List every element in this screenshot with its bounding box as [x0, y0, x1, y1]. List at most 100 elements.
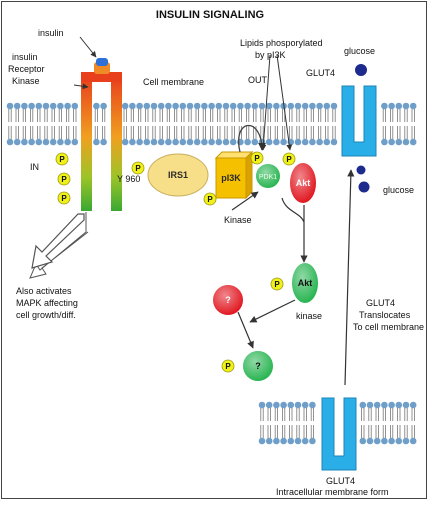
- lipid-tail: [37, 126, 41, 139]
- diagram-title: INSULIN SIGNALING: [156, 9, 264, 21]
- lipid-tail: [253, 126, 257, 139]
- lipid-head: [71, 138, 79, 146]
- lipid-head: [64, 102, 71, 110]
- lipid-head: [186, 102, 194, 110]
- glucose-out-label: glucose: [344, 46, 375, 56]
- lipid-head: [323, 102, 331, 110]
- lipid-head: [244, 138, 251, 146]
- lipid-head: [129, 138, 136, 146]
- glut4-top-label: GLUT4: [306, 68, 335, 78]
- lipid-tail: [267, 408, 271, 421]
- lipid-head: [21, 138, 28, 146]
- lipid-head: [388, 401, 395, 409]
- lipid-head: [409, 138, 417, 146]
- lipid-head: [301, 102, 309, 110]
- lipid-head: [64, 138, 71, 146]
- glut4-bottom-label-1: GLUT4: [326, 476, 355, 486]
- lipid-tail: [390, 126, 394, 139]
- lipid-head: [273, 437, 280, 445]
- lipid-head: [301, 401, 309, 409]
- unknown-substrate-green: ?: [243, 351, 273, 381]
- lipid-head: [28, 138, 35, 146]
- lipid-tail: [152, 126, 156, 139]
- lipid-tail: [382, 109, 386, 122]
- lipid-head: [6, 102, 14, 110]
- lipid-head: [49, 138, 57, 146]
- akt-substrate-arrow: [249, 299, 296, 323]
- lipid-head: [129, 102, 136, 110]
- lipid-head: [157, 102, 165, 110]
- lipid-head: [409, 102, 417, 110]
- lipid-head: [237, 102, 244, 110]
- receptor-left-chain: [81, 77, 92, 211]
- phosphate-label: P: [274, 280, 280, 289]
- lipid-head: [100, 102, 107, 110]
- lipid-tail: [224, 126, 228, 139]
- phosphate-group: P: [55, 152, 69, 166]
- lipid-tail: [332, 126, 336, 139]
- lipid-head: [395, 401, 403, 409]
- lipid-tail: [231, 126, 235, 139]
- lipid-tail: [94, 126, 98, 139]
- lipid-tail: [188, 109, 192, 122]
- pi3k-kinase-label: Kinase: [224, 215, 252, 225]
- lipid-head: [258, 401, 266, 409]
- lipid-head: [143, 102, 151, 110]
- lipid-head: [35, 138, 43, 146]
- lipid-tail: [8, 109, 12, 122]
- lipid-head: [395, 138, 403, 146]
- glucose-inside-2: [358, 181, 370, 193]
- lipid-tail: [231, 109, 235, 122]
- lipid-head: [71, 102, 79, 110]
- lipid-head: [388, 138, 395, 146]
- lipid-tail: [375, 408, 379, 421]
- lipid-tail: [274, 425, 278, 438]
- glucose-in-label: glucose: [383, 185, 414, 195]
- lipid-head: [150, 138, 158, 146]
- lipid-tail: [138, 126, 142, 139]
- lipid-tail: [58, 109, 62, 122]
- intracellular-membrane: [258, 401, 417, 445]
- lipid-tail: [188, 126, 192, 139]
- lipid-tail: [166, 126, 170, 139]
- lipid-head: [265, 401, 273, 409]
- insulin-label: insulin: [38, 28, 64, 38]
- lipid-tail: [145, 126, 149, 139]
- substrate-activation-arrow: [237, 311, 254, 349]
- lipid-head: [330, 102, 338, 110]
- insulin-molecule: [96, 58, 108, 66]
- lipid-head: [316, 102, 323, 110]
- lipids-label-2: by pI3K: [255, 50, 286, 60]
- lipid-head: [309, 401, 316, 409]
- translocates-label-2: Translocates: [359, 310, 411, 320]
- lipid-head: [193, 138, 201, 146]
- lipid-tail: [94, 109, 98, 122]
- lipid-tail: [195, 109, 199, 122]
- lipid-tail: [318, 109, 322, 122]
- lipid-tail: [303, 425, 307, 438]
- receptor-right-chain: [111, 77, 122, 211]
- lipid-tail: [289, 425, 293, 438]
- translocates-label-1: GLUT4: [366, 298, 395, 308]
- lipid-head: [294, 437, 302, 445]
- lipid-tail: [397, 408, 401, 421]
- lipid-head: [309, 437, 316, 445]
- phosphate-group: P: [203, 192, 217, 206]
- lipid-head: [402, 102, 410, 110]
- phosphate-group: P: [57, 172, 71, 186]
- translocates-label-3: To cell membrane: [353, 322, 424, 332]
- lipid-tail: [404, 109, 408, 122]
- lipid-pointer-2: [260, 54, 271, 151]
- lipid-tail: [296, 126, 300, 139]
- lipid-tail: [325, 126, 329, 139]
- lipid-tail: [145, 109, 149, 122]
- lipid-head: [244, 102, 251, 110]
- lipid-tail: [123, 109, 127, 122]
- glucose-inside-1: [356, 165, 366, 175]
- lipid-tail: [375, 425, 379, 438]
- lipid-head: [42, 102, 50, 110]
- lipid-tail: [159, 126, 163, 139]
- lipid-tail: [397, 425, 401, 438]
